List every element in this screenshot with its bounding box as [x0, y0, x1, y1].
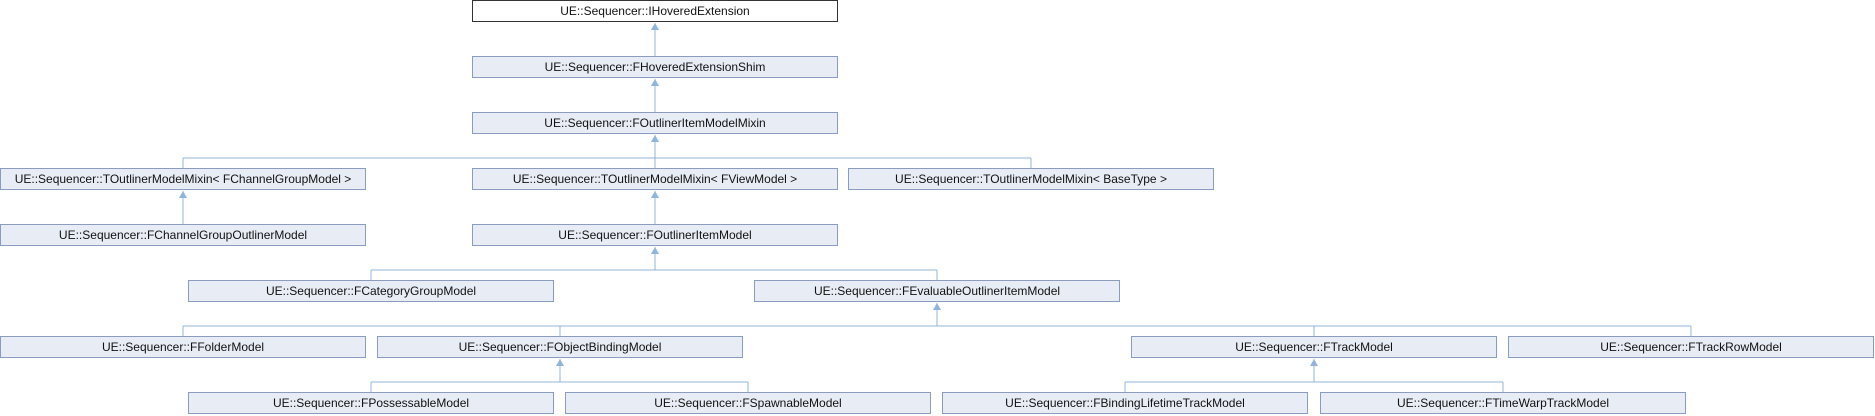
node-ffoldermodel[interactable]: UE::Sequencer::FFolderModel	[0, 336, 366, 358]
edge-arrowhead	[651, 135, 659, 142]
node-fhoveredextensionshim[interactable]: UE::Sequencer::FHoveredExtensionShim	[472, 56, 838, 78]
edge-arrowhead	[651, 79, 659, 86]
node-ihoveredextension: UE::Sequencer::IHoveredExtension	[472, 0, 838, 22]
edge-arrowhead	[651, 247, 659, 254]
edge-arrowhead	[1310, 359, 1318, 366]
edge-arrowhead	[933, 303, 941, 310]
node-toutlinermodelmixin-fviewmodel[interactable]: UE::Sequencer::TOutlinerModelMixin< FVie…	[472, 168, 838, 190]
node-fchannelgroupoutlinermodel[interactable]: UE::Sequencer::FChannelGroupOutlinerMode…	[0, 224, 366, 246]
node-fevaluableoutlineritemmodel[interactable]: UE::Sequencer::FEvaluableOutlinerItemMod…	[754, 280, 1120, 302]
node-ftrackrowmodel[interactable]: UE::Sequencer::FTrackRowModel	[1508, 336, 1874, 358]
node-fspawnablemodel[interactable]: UE::Sequencer::FSpawnableModel	[565, 392, 931, 414]
node-foutlineritemmodel[interactable]: UE::Sequencer::FOutlinerItemModel	[472, 224, 838, 246]
node-fbindinglifetimetrackmodel[interactable]: UE::Sequencer::FBindingLifetimeTrackMode…	[942, 392, 1308, 414]
edge-arrowhead	[651, 191, 659, 198]
node-toutlinermodelmixin-fchannelgroupmodel[interactable]: UE::Sequencer::TOutlinerModelMixin< FCha…	[0, 168, 366, 190]
node-fpossessablemodel[interactable]: UE::Sequencer::FPossessableModel	[188, 392, 554, 414]
edge-arrowhead	[179, 191, 187, 198]
node-foutlineritemmodelmixin[interactable]: UE::Sequencer::FOutlinerItemModelMixin	[472, 112, 838, 134]
node-ftrackmodel[interactable]: UE::Sequencer::FTrackModel	[1131, 336, 1497, 358]
node-ftimewarptrackmodel[interactable]: UE::Sequencer::FTimeWarpTrackModel	[1320, 392, 1686, 414]
node-fobjectbindingmodel[interactable]: UE::Sequencer::FObjectBindingModel	[377, 336, 743, 358]
edge-arrowhead	[556, 359, 564, 366]
node-fcategorygroupmodel[interactable]: UE::Sequencer::FCategoryGroupModel	[188, 280, 554, 302]
node-toutlinermodelmixin-basetype[interactable]: UE::Sequencer::TOutlinerModelMixin< Base…	[848, 168, 1214, 190]
edge-arrowhead	[651, 23, 659, 30]
